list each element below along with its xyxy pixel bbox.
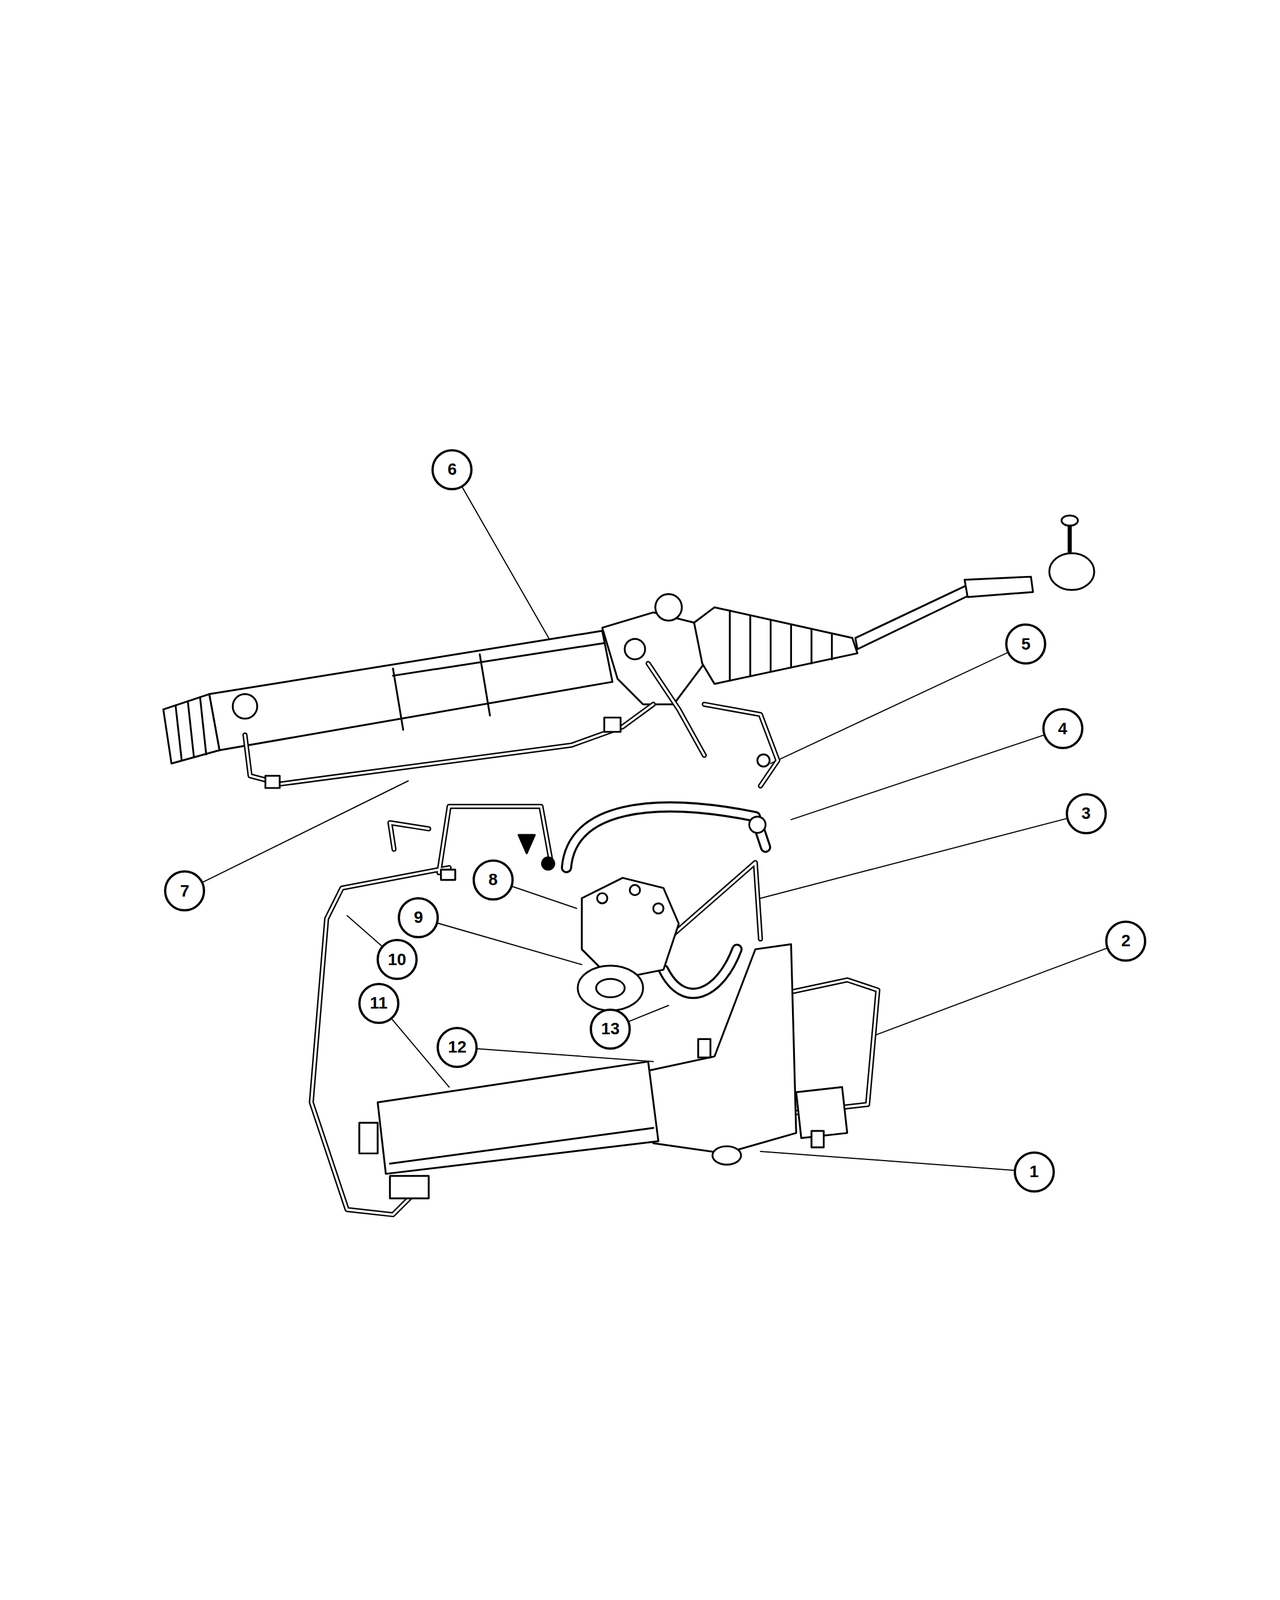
callout-circle: 4	[1042, 708, 1084, 750]
tube-clamp	[749, 816, 766, 834]
callout-circle: 6	[431, 449, 473, 491]
callout-circle: 12	[436, 1026, 478, 1068]
cooler-fitting	[389, 1176, 429, 1199]
leader-line	[760, 1151, 1035, 1172]
pump-bolt	[597, 893, 608, 904]
return-hose	[566, 806, 766, 868]
boot-ridge	[810, 628, 812, 664]
callout-number: 9	[413, 909, 423, 926]
hose-tube	[389, 822, 429, 850]
pump-bolt	[653, 903, 664, 914]
callout-circle: 13	[589, 1008, 631, 1050]
tube-fitting	[604, 717, 621, 732]
callout-number: 3	[1081, 805, 1091, 822]
callout-circle: 2	[1105, 920, 1147, 962]
rack-band	[393, 668, 404, 730]
tube-fitting	[518, 834, 535, 854]
fluid-reservoir	[642, 944, 796, 1154]
callout-number: 4	[1057, 720, 1067, 738]
callout-circle: 11	[358, 982, 400, 1024]
callout-circle: 9	[397, 897, 439, 939]
supply-hose	[663, 949, 738, 994]
return-line	[704, 704, 779, 787]
leader-line	[184, 781, 408, 892]
tie-rod	[855, 585, 970, 650]
callout-number: 12	[448, 1038, 467, 1056]
leader-line	[760, 813, 1087, 899]
callout-number: 7	[180, 882, 190, 900]
callout-number: 5	[1021, 636, 1031, 653]
pinion-housing	[602, 612, 705, 705]
pressure-line	[245, 704, 654, 784]
rack-line	[393, 642, 605, 676]
pressure-line	[245, 704, 654, 784]
pump-line	[673, 862, 761, 939]
reservoir-stud	[698, 1038, 711, 1058]
leader-line	[872, 941, 1126, 1036]
tie-rod-sleeve	[964, 576, 1034, 598]
callout-number: 1	[1029, 1163, 1039, 1180]
callout-circle: 3	[1065, 793, 1107, 835]
boot-ridge	[769, 619, 772, 672]
boot-ridge	[175, 705, 182, 760]
return-hose	[566, 806, 766, 868]
fluid-cooler	[377, 1061, 659, 1174]
callout-circle: 8	[472, 859, 514, 901]
mount-bushing	[232, 694, 258, 719]
cooler-fitting	[359, 1122, 378, 1154]
callout-number: 13	[601, 1020, 620, 1038]
power-steering-pump	[581, 877, 679, 980]
tube-fitting	[542, 857, 555, 870]
boot-ridge	[188, 701, 195, 758]
boot-ridge	[749, 615, 751, 676]
boot-ridge	[830, 633, 833, 660]
callout-circle: 1	[1013, 1151, 1055, 1193]
callout-number: 6	[447, 461, 457, 478]
tube-fitting	[265, 776, 280, 788]
rack-housing	[209, 630, 613, 751]
callout-number: 8	[488, 871, 498, 888]
rack-boot	[163, 694, 220, 764]
pump-line	[673, 862, 761, 939]
leader-line	[457, 1047, 654, 1062]
hose-tube	[389, 822, 429, 850]
leader-line	[418, 917, 582, 965]
rack-boot	[694, 607, 858, 684]
pump-pulley	[577, 965, 643, 1011]
tie-rod-stud	[1067, 522, 1072, 552]
valve-port	[624, 638, 646, 660]
boot-ridge	[200, 697, 207, 755]
callout-number: 11	[369, 994, 388, 1012]
cooler-edge	[389, 1128, 654, 1164]
callout-number: 2	[1121, 932, 1131, 950]
pump-pulley-hub	[596, 978, 625, 998]
return-line	[704, 704, 779, 787]
leader-line	[790, 728, 1063, 820]
callout-circle: 5	[1005, 623, 1047, 665]
mount-bushing	[655, 594, 682, 621]
reservoir-fitting	[811, 1130, 824, 1148]
callout-circle: 7	[164, 870, 206, 912]
tie-rod-end	[1049, 553, 1095, 590]
callout-circle: 10	[376, 938, 418, 980]
rack-band	[480, 654, 491, 716]
callout-number: 10	[388, 951, 407, 968]
boot-ridge	[729, 610, 731, 681]
tie-rod-stud	[1061, 515, 1079, 526]
tube-fitting	[441, 869, 456, 880]
pressure-line	[648, 663, 704, 756]
supply-hose	[663, 949, 738, 994]
reservoir-cap	[712, 1146, 742, 1165]
boot-ridge	[790, 624, 792, 668]
pump-bolt	[629, 885, 640, 896]
pressure-line	[648, 663, 704, 756]
tube-fitting	[757, 754, 770, 767]
